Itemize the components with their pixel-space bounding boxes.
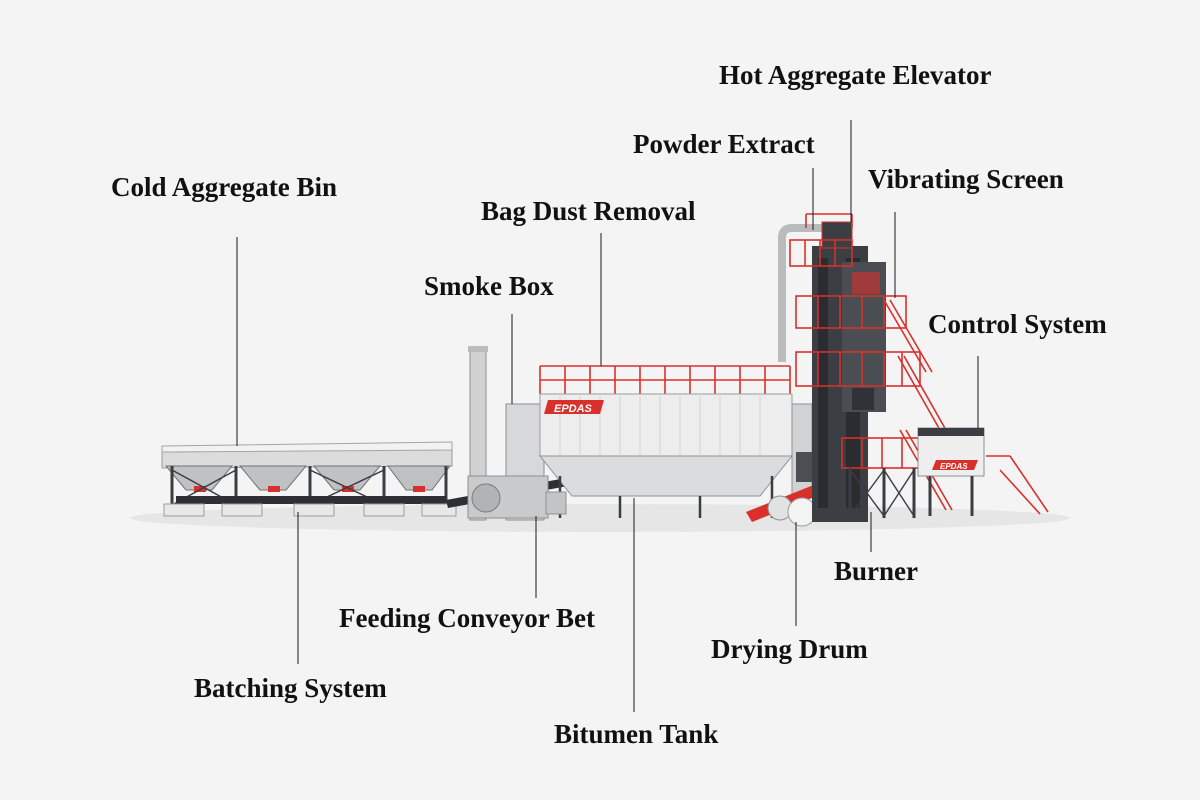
label-feeding-conveyor-bet: Feeding Conveyor Bet	[339, 603, 595, 633]
label-drying-drum: Drying Drum	[711, 634, 868, 664]
mixing-tower	[778, 213, 953, 522]
control-room-logo: EPDAS	[940, 462, 968, 471]
label-vibrating-screen: Vibrating Screen	[868, 164, 1064, 194]
label-hot-aggregate-elevator: Hot Aggregate Elevator	[719, 60, 992, 90]
label-control-system: Control System	[928, 309, 1107, 339]
label-batching-system: Batching System	[194, 673, 387, 703]
label-smoke-box: Smoke Box	[424, 271, 554, 301]
leader-lines	[236, 120, 979, 712]
cold-aggregate-bin-unit	[161, 441, 457, 517]
label-bitumen-tank: Bitumen Tank	[554, 719, 719, 749]
bag-dust-removal-unit: EPDAS	[538, 365, 813, 518]
bag-house-logo: EPDAS	[554, 403, 593, 415]
label-powder-extract: Powder Extract	[633, 129, 815, 159]
label-cold-aggregate-bin: Cold Aggregate Bin	[111, 172, 338, 202]
label-bag-dust-removal: Bag Dust Removal	[481, 196, 696, 226]
smoke-box-unit	[467, 346, 549, 521]
label-burner: Burner	[834, 556, 918, 586]
control-room-unit: EPDAS	[917, 427, 1049, 516]
